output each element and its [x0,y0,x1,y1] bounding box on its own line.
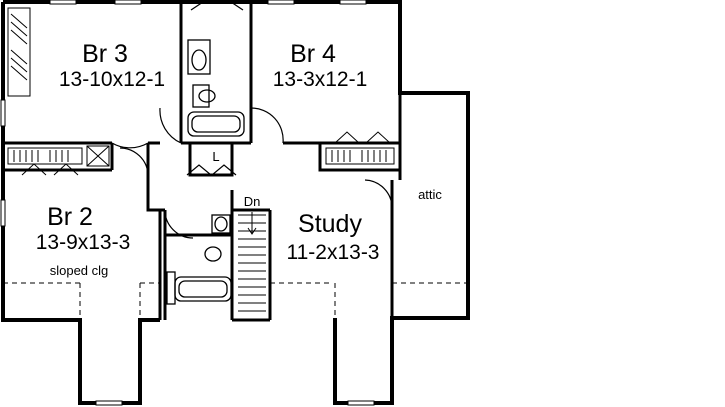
sloped-ceiling-lines [3,282,468,320]
room-br3: Br 3 13-10x12-1 [59,40,165,91]
room-dims-br2: 13-9x13-3 [36,231,131,254]
room-name-br4: Br 4 [290,40,336,68]
room-dims-study: 11-2x13-3 [286,241,379,264]
room-name-br2: Br 2 [47,203,93,231]
stairs-down-label: Dn [244,194,261,209]
room-br2: Br 2 13-9x13-3 sloped clg [36,203,131,278]
room-br4: Br 4 13-3x12-1 [273,40,368,91]
room-name-study: Study [298,210,362,238]
interior-walls [3,2,402,322]
room-note-br2: sloped clg [50,263,109,278]
room-dims-br4: 13-3x12-1 [273,68,368,91]
linen-closet-label: L [212,149,219,164]
room-dims-br3: 13-10x12-1 [59,68,165,91]
bath-fixtures [166,39,245,305]
windows [0,0,375,406]
attic-label: attic [418,187,442,202]
closet-hatching [7,7,395,176]
room-name-br3: Br 3 [82,40,128,68]
room-study: Study 11-2x13-3 [286,210,379,264]
door-swings [111,1,393,239]
stairs [238,212,266,312]
